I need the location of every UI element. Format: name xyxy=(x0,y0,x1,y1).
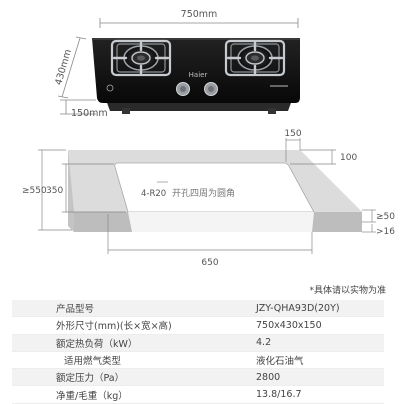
height-label: 150mm xyxy=(71,108,108,119)
spec-value: JZY-QHA93D(20Y) xyxy=(242,300,384,318)
spec-value: 4.2 xyxy=(242,334,384,352)
table-row: 产品型号 JZY-QHA93D(20Y) xyxy=(12,300,384,318)
table-row: 额定热负荷（kW） 4.2 xyxy=(12,334,384,352)
table-row: 额定压力（Pa） 2800 xyxy=(12,368,384,387)
knob-right xyxy=(204,82,218,96)
dim-top-label: 150 xyxy=(284,129,301,139)
cooktop: Haier xyxy=(92,38,300,114)
burner-right xyxy=(224,39,286,77)
dim-right-1-label: ≥50 xyxy=(376,212,395,222)
table-row: 净重/毛重（kg） 13.8/16.7 xyxy=(12,385,384,404)
table-row: 外形尺寸(mm)(长×宽×高) 750x430x150 xyxy=(12,316,384,335)
dim-depth xyxy=(57,36,87,99)
burner-left xyxy=(110,39,172,77)
dim-height xyxy=(60,99,96,115)
spec-value: 液化石油气 xyxy=(242,351,384,370)
dim-left-inner-label: 350 xyxy=(46,186,63,196)
disclaimer-note: *具体请以实物为准 xyxy=(309,286,386,296)
side-badge-icon xyxy=(106,84,114,92)
dim-bottom-label: 650 xyxy=(201,258,218,268)
panel-label xyxy=(270,85,288,87)
spec-value: 13.8/16.7 xyxy=(242,385,384,404)
table-row: 适用燃气类型 液化石油气 xyxy=(12,351,384,370)
spec-label: 额定热负荷（kW） xyxy=(12,334,242,352)
corner-note: 开孔四周为圆角 xyxy=(172,187,235,199)
dim-left-outer-label: ≥550 xyxy=(22,186,47,196)
dim-top-right-label: 100 xyxy=(340,153,357,163)
dim-width xyxy=(99,18,299,28)
spec-table: 产品型号 JZY-QHA93D(20Y) 外形尺寸(mm)(长×宽×高) 750… xyxy=(12,300,384,404)
cutout-hole xyxy=(114,162,315,213)
spec-label: 产品型号 xyxy=(12,300,242,318)
countertop xyxy=(68,150,362,232)
width-label: 750mm xyxy=(181,9,218,20)
knob-left xyxy=(176,82,190,96)
corner-radius-label: 4-R20 xyxy=(141,189,166,199)
dim-right-2-label: >16 xyxy=(376,227,395,237)
spec-label: 额定压力（Pa） xyxy=(12,368,242,387)
spec-label: 适用燃气类型 xyxy=(12,351,242,370)
spec-value: 750x430x150 xyxy=(242,316,384,335)
spec-label: 外形尺寸(mm)(长×宽×高) xyxy=(12,316,242,335)
spec-label: 净重/毛重（kg） xyxy=(12,385,242,404)
cutout-dims xyxy=(38,138,376,254)
brand-logo: Haier xyxy=(189,71,208,79)
spec-value: 2800 xyxy=(242,368,384,387)
